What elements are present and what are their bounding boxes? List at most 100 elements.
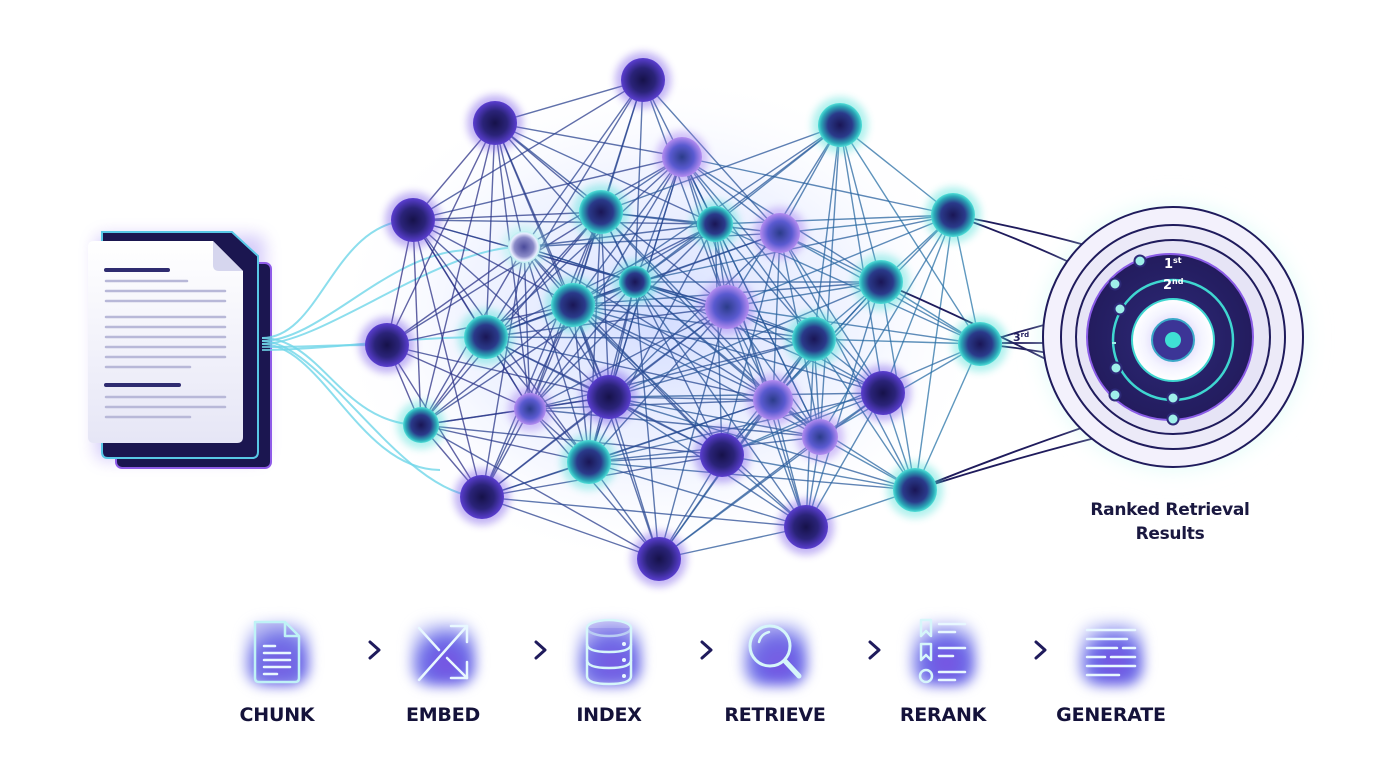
network-edge	[600, 211, 781, 234]
network-node	[561, 434, 617, 490]
document-stack	[88, 231, 272, 469]
network-edge	[839, 124, 981, 345]
text-lines-icon	[1085, 628, 1137, 677]
network-edge	[779, 232, 884, 394]
network-edge	[608, 338, 815, 398]
network-edge	[529, 281, 636, 410]
network-edge	[529, 306, 728, 410]
network-edge	[523, 246, 723, 456]
arrow-right-icon	[668, 640, 713, 660]
network-node	[887, 462, 943, 518]
network-edge	[839, 124, 884, 394]
step-embed-label: EMBED	[405, 704, 481, 726]
network-edge	[529, 223, 716, 410]
network-edge	[386, 246, 525, 346]
step-rerank-label: RERANK	[899, 704, 987, 726]
network-edge	[914, 214, 954, 491]
network-node	[508, 387, 552, 431]
network-edge	[420, 424, 660, 560]
network-edge	[642, 79, 728, 308]
network-edge	[588, 399, 774, 463]
network-edge	[420, 122, 496, 426]
network-node	[454, 469, 510, 525]
step-generate: GENERATE	[1041, 612, 1181, 726]
network-node	[691, 200, 739, 248]
network-edge	[608, 392, 884, 398]
network-edge	[642, 79, 781, 234]
network-node	[694, 427, 750, 483]
network-edge	[523, 232, 781, 248]
network-edge	[772, 214, 954, 401]
network-edge	[494, 122, 610, 398]
network-edge	[386, 344, 610, 398]
step-generate-label: GENERATE	[1056, 704, 1166, 726]
network-node	[397, 401, 445, 449]
ranked-list-icon	[918, 618, 967, 684]
step-chunk: CHUNK	[207, 612, 347, 726]
network-edge	[485, 223, 716, 338]
input-fiber	[261, 249, 471, 342]
network-edge	[485, 122, 496, 338]
network-edge	[485, 336, 774, 401]
ranked-results-target: 1st 2nd	[1023, 187, 1323, 487]
network-edge	[523, 246, 531, 410]
network-edge	[819, 214, 954, 438]
network-edge	[523, 246, 590, 463]
input-fiber	[261, 340, 483, 498]
network-edge	[608, 281, 882, 398]
network-edge	[813, 124, 841, 340]
step-index-label: INDEX	[576, 704, 642, 726]
arrow-right-icon	[1002, 640, 1047, 660]
network-node	[581, 369, 637, 425]
network-edge	[805, 281, 882, 528]
rank-1st-label: 1st	[1164, 256, 1182, 272]
result-marker-dot	[1166, 391, 1180, 405]
result-marker-dot	[1109, 361, 1123, 375]
network-node	[458, 309, 514, 365]
network-edge	[494, 122, 636, 283]
network-node	[573, 184, 629, 240]
result-marker-dot	[1166, 412, 1180, 426]
network-node	[359, 317, 415, 373]
network-edge	[772, 399, 916, 491]
network-edge	[588, 392, 884, 463]
shuffle-icon	[417, 624, 469, 682]
arrow-right-icon	[836, 640, 881, 660]
network-edge	[485, 156, 683, 338]
step-chunk-label: CHUNK	[239, 704, 315, 726]
network-edge	[608, 396, 660, 560]
network-edge	[481, 496, 660, 560]
document-text-lines	[104, 268, 227, 419]
document-icon	[253, 620, 301, 684]
network-edge	[726, 214, 954, 308]
network-edge	[634, 124, 841, 283]
network-node	[467, 95, 523, 151]
network-edge	[494, 122, 683, 158]
rank-2nd-label: 2nd	[1163, 277, 1184, 293]
network-edge	[523, 223, 716, 248]
arrow-right-icon	[502, 640, 547, 660]
network-edge	[572, 156, 683, 306]
step-rerank: RERANK	[873, 612, 1013, 726]
results-label-line-1: Ranked Retrieval	[1090, 500, 1250, 520]
step-index: INDEX	[539, 612, 679, 726]
network-node	[925, 187, 981, 243]
network-node	[699, 279, 755, 335]
network-edge	[634, 281, 884, 394]
network-edge	[485, 211, 602, 338]
network-edge	[721, 343, 981, 456]
network-node	[778, 499, 834, 555]
network-edge	[412, 219, 610, 398]
rank-3rd-label: 3rd	[1013, 331, 1029, 344]
network-edge	[529, 338, 815, 410]
network-edge	[572, 304, 774, 401]
network-edge	[481, 246, 525, 498]
network-edge	[485, 306, 728, 338]
network-node	[631, 531, 687, 587]
network-edge	[681, 156, 774, 401]
network-edge	[600, 124, 841, 213]
result-marker-dot	[1113, 302, 1127, 316]
network-edge	[386, 122, 496, 346]
input-fiber	[261, 246, 521, 345]
